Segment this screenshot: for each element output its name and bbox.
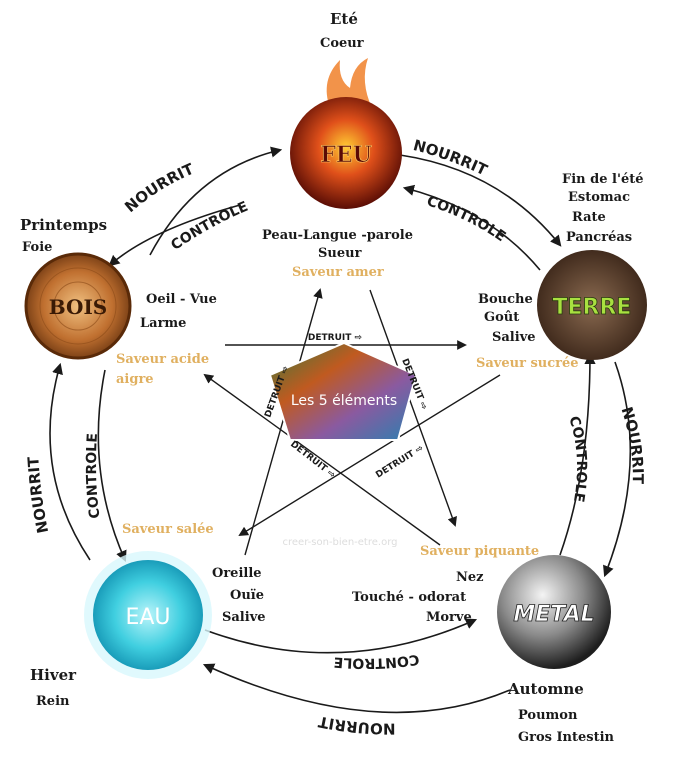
bois-season: Printemps: [20, 216, 108, 234]
controle-label-metal-terre: CONTROLE: [565, 414, 589, 503]
metal-sense-3: Morve: [426, 610, 472, 625]
bois-saveur-2: aigre: [116, 372, 154, 387]
arrow-nourrit-metal-eau: [202, 663, 511, 714]
arrow-nourrit-eau-bois: [49, 362, 91, 561]
metal-sense-1: Nez: [456, 570, 484, 585]
bois-sense-2: Larme: [140, 316, 187, 331]
terre-sense-1: Bouche: [478, 292, 533, 307]
feu-element: FEU: [290, 58, 402, 209]
terre-season: Fin de l'été: [562, 172, 644, 187]
terre-organ-1: Estomac: [568, 190, 630, 205]
terre-sense-3: Salive: [492, 330, 536, 345]
center-title: Les 5 éléments: [291, 393, 397, 409]
metal-element: METAL: [497, 555, 611, 669]
controle-label-bois-eau: CONTROLE: [84, 433, 104, 520]
center-pentagon-image: [268, 341, 418, 441]
metal-saveur: Saveur piquante: [420, 544, 540, 559]
eau-element: EAU: [84, 551, 212, 679]
arrow-nourrit-bois-feu: [149, 146, 283, 256]
terre-circle: [537, 250, 647, 360]
metal-circle: [497, 555, 611, 669]
eau-sense-1: Oreille: [212, 566, 262, 581]
eau-organ: Rein: [36, 694, 70, 709]
metal-season: Automne: [508, 680, 584, 698]
bois-circle: [24, 252, 132, 360]
bois-element: BOIS: [24, 252, 132, 360]
feu-circle: [290, 97, 402, 209]
bois-saveur-1: Saveur acide: [116, 352, 210, 367]
eau-sense-3: Salive: [222, 610, 266, 625]
eau-season: Hiver: [30, 666, 77, 684]
line-detruit-metal-bois: [203, 373, 441, 546]
nourrit-label-eau-bois: NOURRIT: [24, 455, 52, 534]
metal-name: METAL: [513, 602, 594, 627]
controle-label-terre-feu: CONTROLE: [425, 193, 509, 245]
terre-name: TERRE: [553, 295, 632, 320]
flame-icon: [326, 58, 372, 108]
feu-name: FEU: [320, 142, 372, 168]
line-detruit-terre-eau: [238, 374, 501, 537]
controle-label-eau-metal: CONTROLE: [333, 651, 420, 671]
feu-sense-1: Peau-Langue -parole: [262, 228, 413, 243]
nourrit-label-bois-feu: NOURRIT: [121, 160, 197, 216]
terre-element: TERRE: [537, 250, 647, 360]
line-detruit-feu-metal: [369, 289, 457, 527]
eau-sense-2: Ouïe: [230, 588, 264, 603]
feu-organ: Coeur: [320, 36, 364, 51]
arrow-controle-eau-metal: [204, 618, 478, 654]
metal-organ-1: Poumon: [518, 708, 578, 723]
nourrit-label-feu-terre: NOURRIT: [411, 136, 490, 179]
arrow-nourrit-feu-terre: [399, 154, 562, 247]
terre-saveur: Saveur sucrée: [476, 356, 579, 371]
detruit-label-top: DETRUIT ⇨: [308, 333, 363, 343]
arrow-nourrit-terre-metal: [603, 361, 632, 578]
arrow-controle-metal-terre: [559, 352, 596, 556]
metal-sense-2: Touché - odorat: [352, 590, 467, 605]
terre-organ-3: Pancréas: [566, 230, 633, 245]
detruit-label-bottom-left: DETRUIT ⇨: [288, 439, 337, 481]
nourrit-label-metal-eau: NOURRIT: [316, 712, 395, 737]
bois-sense-1: Oeil - Vue: [146, 292, 217, 307]
feu-season: Eté: [330, 10, 358, 28]
watermark: creer-son-bien-etre.org: [283, 537, 398, 548]
arrow-controle-bois-eau: [97, 369, 127, 563]
bois-name: BOIS: [49, 295, 108, 319]
controle-label-feu-bois: CONTROLE: [168, 199, 250, 254]
terre-organ-2: Rate: [572, 210, 606, 225]
bois-organ: Foie: [22, 240, 53, 255]
eau-circle: [93, 560, 203, 670]
eau-saveur: Saveur salée: [122, 522, 214, 537]
feu-saveur: Saveur amer: [292, 265, 384, 280]
eau-name: EAU: [125, 605, 170, 630]
terre-sense-2: Goût: [484, 310, 520, 325]
line-detruit-eau-feu: [244, 288, 323, 556]
feu-sense-2: Sueur: [318, 246, 362, 261]
detruit-label-bottom-right: DETRUIT ⇨: [374, 443, 426, 480]
nourrit-label-terre-metal: NOURRIT: [618, 405, 647, 485]
arrow-controle-terre-feu: [402, 184, 541, 271]
metal-organ-2: Gros Intestin: [518, 730, 614, 745]
